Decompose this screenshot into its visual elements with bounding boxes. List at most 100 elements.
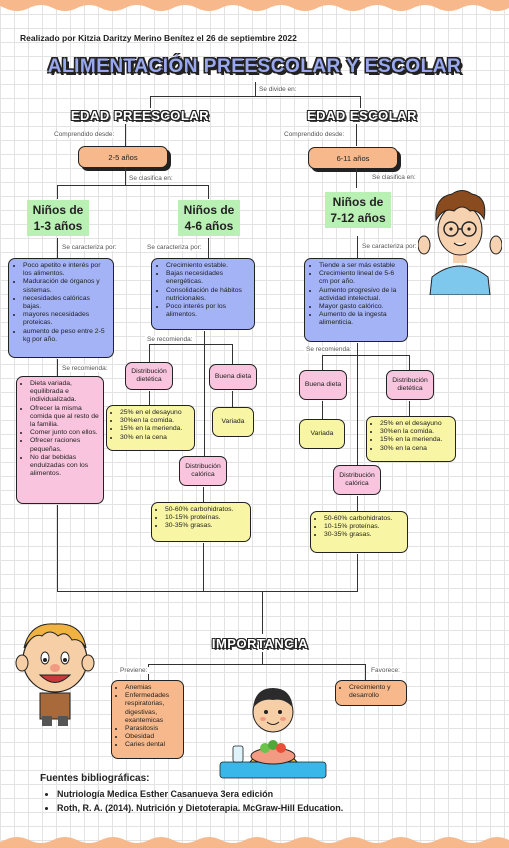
list-item: Poco interés por los alimentos. [166,303,250,319]
list-item: mayores necesidades proteicas. [23,311,109,327]
connector [232,391,233,407]
list-item: Maduración de órganos y sistemas. [23,278,109,294]
list-item: Comer junto con ellos. [30,429,100,437]
list-item: 15% en la merienda. [120,425,190,433]
distribucion-calorica-box-7-12: Distribución calórica [333,465,381,495]
divide-label: Se divide en: [257,86,299,93]
bottom-wave-border [0,837,509,848]
connector [357,496,358,511]
list-item: 30% en la cena [120,434,190,442]
connector [57,238,58,258]
group-title-line: Niños de [332,195,384,209]
list-item: Nutriología Medica Esther Casanueva 3era… [57,789,343,799]
distribucion-dietetica-box-7-12: Distribución dietética [386,370,434,400]
connector [203,543,204,592]
connector [357,236,358,258]
variada-box-7-12: Variada [299,419,345,449]
connector [365,664,366,680]
previene-box: Anemias Enfermedades respiratorias, dige… [111,680,184,759]
caracteriza-label-4-6: Se caracteriza por: [145,244,204,251]
clasifica-label-pre: Se clasifica en: [127,175,175,182]
connector [149,344,150,362]
connector [357,343,358,355]
top-wave-border [0,0,509,11]
group-title-line: Niños de [183,203,235,217]
recommendations-box-1-3: Dieta variada, equilibrada e individuali… [16,376,104,504]
list-item: Caries dental [125,741,179,749]
connector [57,591,358,592]
list-item: Aumento progresivo de la actividad intel… [319,287,403,303]
connector [57,505,58,592]
section-edad-escolar: EDAD ESCOLAR [306,108,417,123]
list-item: 30-35% grasas. [165,522,246,530]
comprendido-label-pre: Comprendido desde: [52,131,117,138]
list-item: Tiende a ser más estable [319,262,403,270]
connector [208,185,209,199]
connector [322,355,323,370]
connector [148,664,366,665]
recomienda-label-1-3: Se recomienda: [60,365,110,372]
list-item: 50-60% carbohidratos. [324,515,403,523]
group-title-1-3: Niños de 1-3 años [27,200,89,236]
list-item: 10-15% proteínas. [165,514,246,522]
list-item: Dieta variada, equilibrada e individuali… [30,380,100,405]
connector [150,96,361,97]
buena-dieta-box-4-6: Buena dieta [209,364,257,390]
list-item: aumento de peso entre 2-5 kg por año. [23,328,109,344]
list-item: 15% en la merienda. [380,436,451,444]
characteristics-box-7-12: Tiende a ser más estable Crecimiento lin… [304,258,408,342]
list-item: Crecimiento y desarrollo [349,684,402,700]
connector [262,652,263,664]
connector [360,96,361,108]
group-title-line: 7-12 años [330,211,386,225]
list-item: Mayor gasto calórico. [319,303,403,311]
list-item: 50-60% carbohidratos. [165,506,246,514]
list-item: Obesidad [125,733,179,741]
calorica-items-box-4-6: 50-60% carbohidratos. 10-15% proteínas. … [151,502,251,542]
list-item: 30-35% grasas. [324,531,403,539]
section-importancia: IMPORTANCIA [211,636,309,651]
comprendido-label-esc: Comprendido desde: [282,131,347,138]
connector [149,391,150,405]
list-item: 30%en la comida. [120,417,190,425]
connector [150,96,151,108]
boy-glasses-illustration [418,190,502,295]
list-item: Crecimiento estable. [166,262,250,270]
connector [125,124,126,146]
characteristics-box-4-6: Crecimiento estable. Bajas necesidades e… [151,258,255,330]
connector [57,185,58,199]
group-title-line: 4-6 años [184,219,234,233]
connector [255,82,256,96]
caracteriza-label-7-12: Se caracteriza por: [360,243,419,250]
clasifica-label-esc: Se clasifica en: [370,174,418,181]
group-title-4-6: Niños de 4-6 años [178,200,240,236]
recomienda-label-4-6: Se recomienda: [145,336,195,343]
range-box-preescolar: 2-5 años [78,146,168,168]
smiling-kid-illustration [15,623,95,726]
connector [57,359,58,377]
dietetica-items-box-4-6: 25% en el desayuno 30%en la comida. 15% … [106,405,195,451]
list-item: Ofrecer raciones pequeñas. [30,437,100,453]
list-item: Crecimiento lineal de 5-6 cm por año. [319,270,403,286]
connector [357,355,358,465]
list-item: Parasitosis [125,725,179,733]
connector [409,355,410,370]
connector [125,167,126,185]
connector [356,124,357,146]
list-item: Ofrecer la misma comida que al resto de … [30,405,100,430]
list-item: 30% en la cena [380,445,451,453]
list-item: necesidades calóricas bajas. [23,295,109,311]
list-item: No dar bebidas endulzadas con los alimen… [30,454,100,479]
connector [357,554,358,592]
variada-box-4-6: Variada [212,407,254,437]
connector [409,401,410,416]
group-title-7-12: Niños de 7-12 años [325,192,391,228]
distribucion-dietetica-box-4-6: Distribución dietética [125,362,173,390]
list-item: 25% en el desayuno [380,420,451,428]
section-edad-preescolar: EDAD PREESCOLAR [70,108,210,123]
caracteriza-label-1-3: Se caracteriza por: [60,244,119,251]
list-item: 10-15% proteínas. [324,523,403,531]
page-title: ALIMENTACIÓN PREESCOLAR Y ESCOLAR [47,56,462,77]
connector [322,355,410,356]
connector [208,238,209,258]
